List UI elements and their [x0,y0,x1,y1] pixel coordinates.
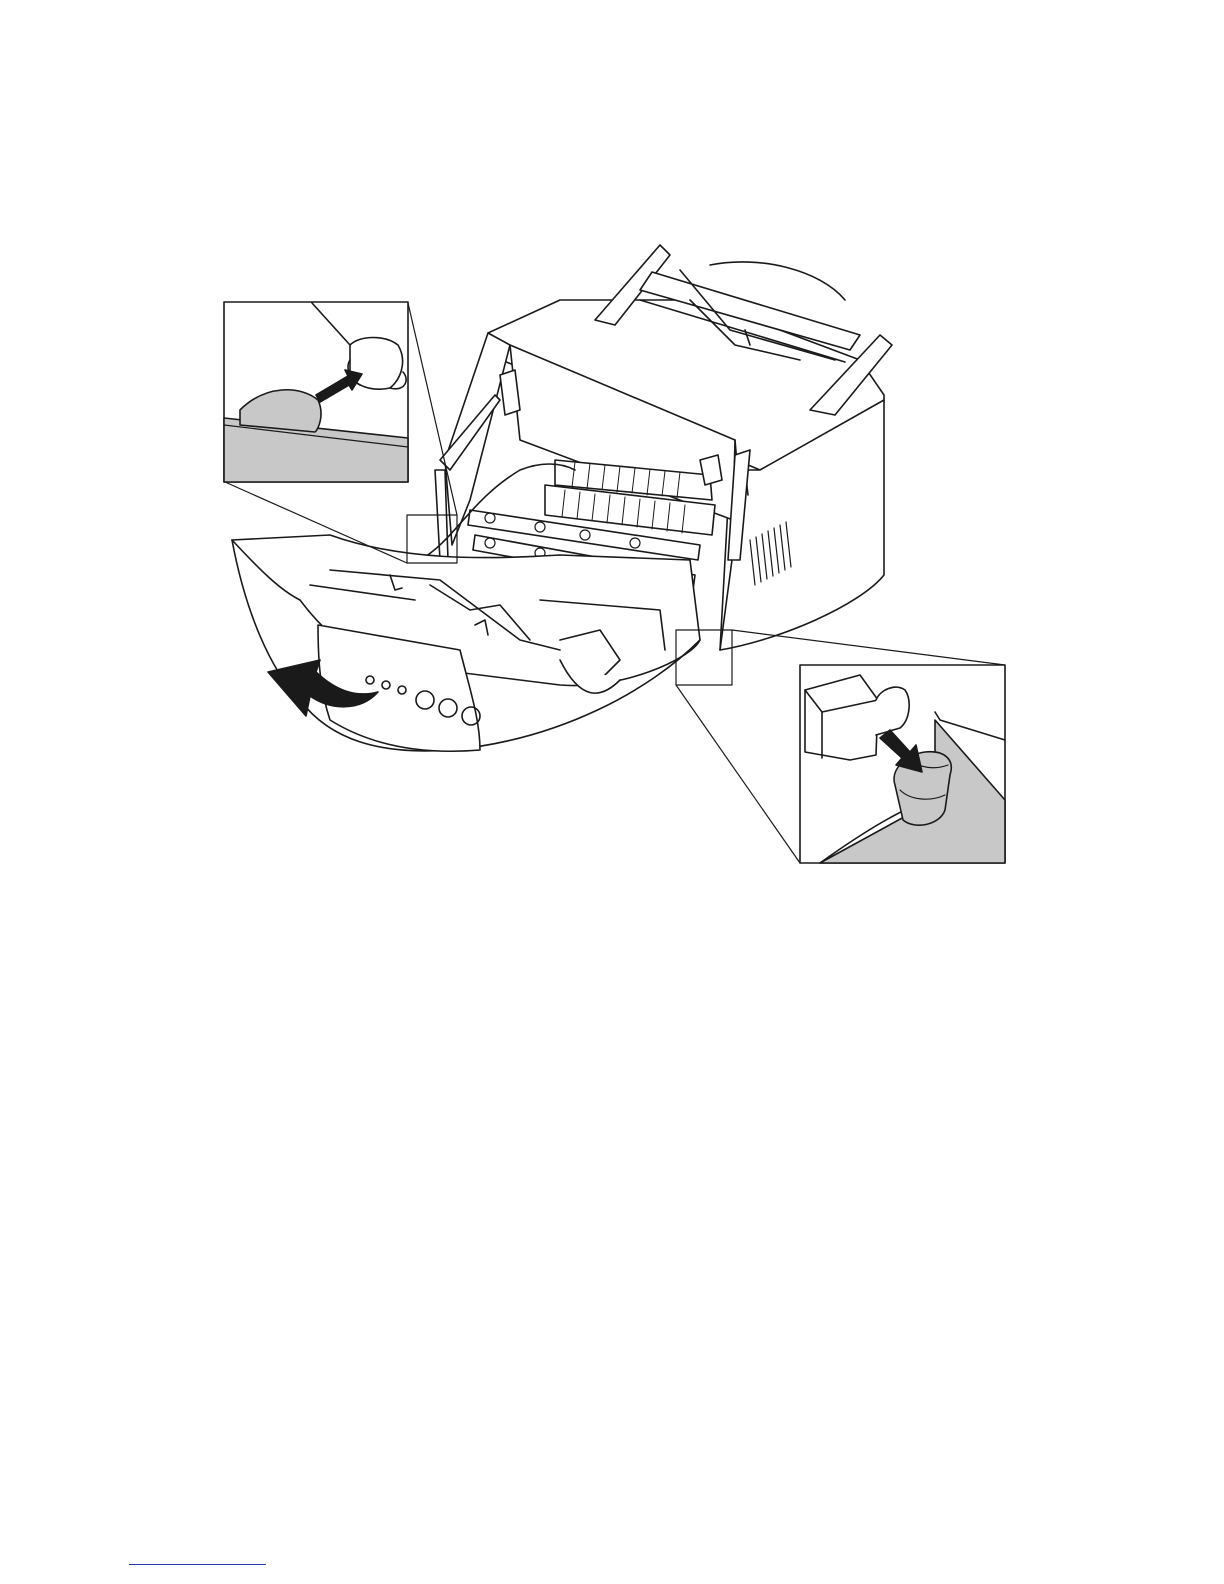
printer-illustration [0,0,1224,1000]
left-detail-inset [224,302,408,482]
right-detail-inset [800,665,1005,863]
footer-rule [129,1564,266,1565]
front-cover [232,535,700,751]
